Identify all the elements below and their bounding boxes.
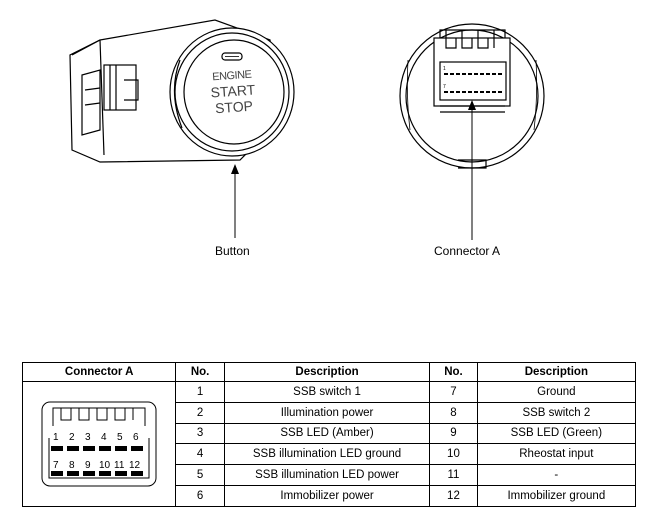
pin-description: SSB LED (Green) — [476, 422, 637, 445]
connector-label: Connector A — [434, 244, 501, 258]
pin-label-4: 4 — [101, 432, 107, 443]
connector-leader-arrow — [468, 100, 476, 240]
table-header-row: Connector A No. Description No. Descript… — [21, 362, 637, 382]
button-face-text: ENGINE START STOP — [206, 68, 259, 117]
pin-number: 5 — [175, 464, 225, 486]
pin-label-1: 1 — [53, 432, 59, 443]
svg-text:1: 1 — [443, 66, 446, 72]
pin-description: Ground — [476, 381, 637, 403]
table-row: 2 Illumination power 8 SSB switch 2 — [23, 401, 637, 424]
pin-label-11: 11 — [114, 460, 125, 471]
pin-number: 10 — [429, 443, 478, 466]
pin-label-5: 5 — [117, 432, 123, 443]
pin-label-7: 7 — [53, 460, 59, 471]
pin-number: 9 — [429, 422, 478, 445]
pin-number: 8 — [429, 401, 478, 424]
pin-number: 2 — [175, 401, 225, 424]
pin-description: SSB illumination LED ground — [223, 443, 431, 466]
header-connector: Connector A — [21, 362, 177, 382]
header-description-2: Description — [476, 362, 637, 382]
connector-pinout-cell: 1 2 3 4 5 6 7 8 9 10 11 12 — [21, 381, 177, 507]
pin-label-8: 8 — [69, 460, 75, 471]
table-row: 6 Immobilizer power 12 Immobilizer groun… — [23, 484, 637, 507]
pin-description: SSB switch 1 — [223, 381, 431, 403]
pin-label-9: 9 — [85, 460, 91, 471]
header-no-1: No. — [175, 362, 225, 382]
pin-label-2: 2 — [69, 432, 75, 443]
pin-label-6: 6 — [133, 432, 139, 443]
pin-description: Immobilizer power — [223, 484, 431, 507]
pin-number: 1 — [175, 381, 225, 403]
header-no-2: No. — [429, 362, 478, 382]
pin-label-10: 10 — [99, 460, 111, 471]
pin-number: 3 — [175, 422, 225, 445]
table-row: 3 SSB LED (Amber) 9 SSB LED (Green) — [23, 422, 637, 445]
table-row: 1 2 3 4 5 6 7 8 9 10 11 12 — [21, 381, 637, 507]
pin-number: 7 — [429, 381, 478, 403]
header-description-1: Description — [223, 362, 431, 382]
table-row: 5 SSB illumination LED power 11 - — [23, 464, 637, 486]
pin-number: 12 — [429, 484, 478, 507]
start-stop-button-illustration — [69, 19, 295, 163]
pin-description: Immobilizer ground — [476, 484, 637, 507]
button-leader-arrow — [231, 164, 239, 238]
pin-label-12: 12 — [129, 460, 141, 471]
pin-description: SSB illumination LED power — [223, 464, 431, 486]
pin-number: 6 — [175, 484, 225, 507]
svg-text:7: 7 — [443, 84, 446, 90]
pin-number: 4 — [175, 443, 225, 466]
button-label: Button — [215, 244, 250, 258]
pin-description: SSB switch 2 — [476, 401, 637, 424]
pin-label-3: 3 — [85, 432, 91, 443]
pin-description: Rheostat input — [476, 443, 637, 466]
connector-pin-table: Connector A No. Description No. Descript… — [21, 362, 637, 507]
pin-description: Illumination power — [223, 401, 431, 424]
pin-description: - — [476, 464, 637, 486]
connector-pinout-diagram: 1 2 3 4 5 6 7 8 9 10 11 12 — [41, 401, 157, 487]
pin-description: SSB LED (Amber) — [223, 422, 431, 445]
pin-number: 11 — [429, 464, 478, 486]
